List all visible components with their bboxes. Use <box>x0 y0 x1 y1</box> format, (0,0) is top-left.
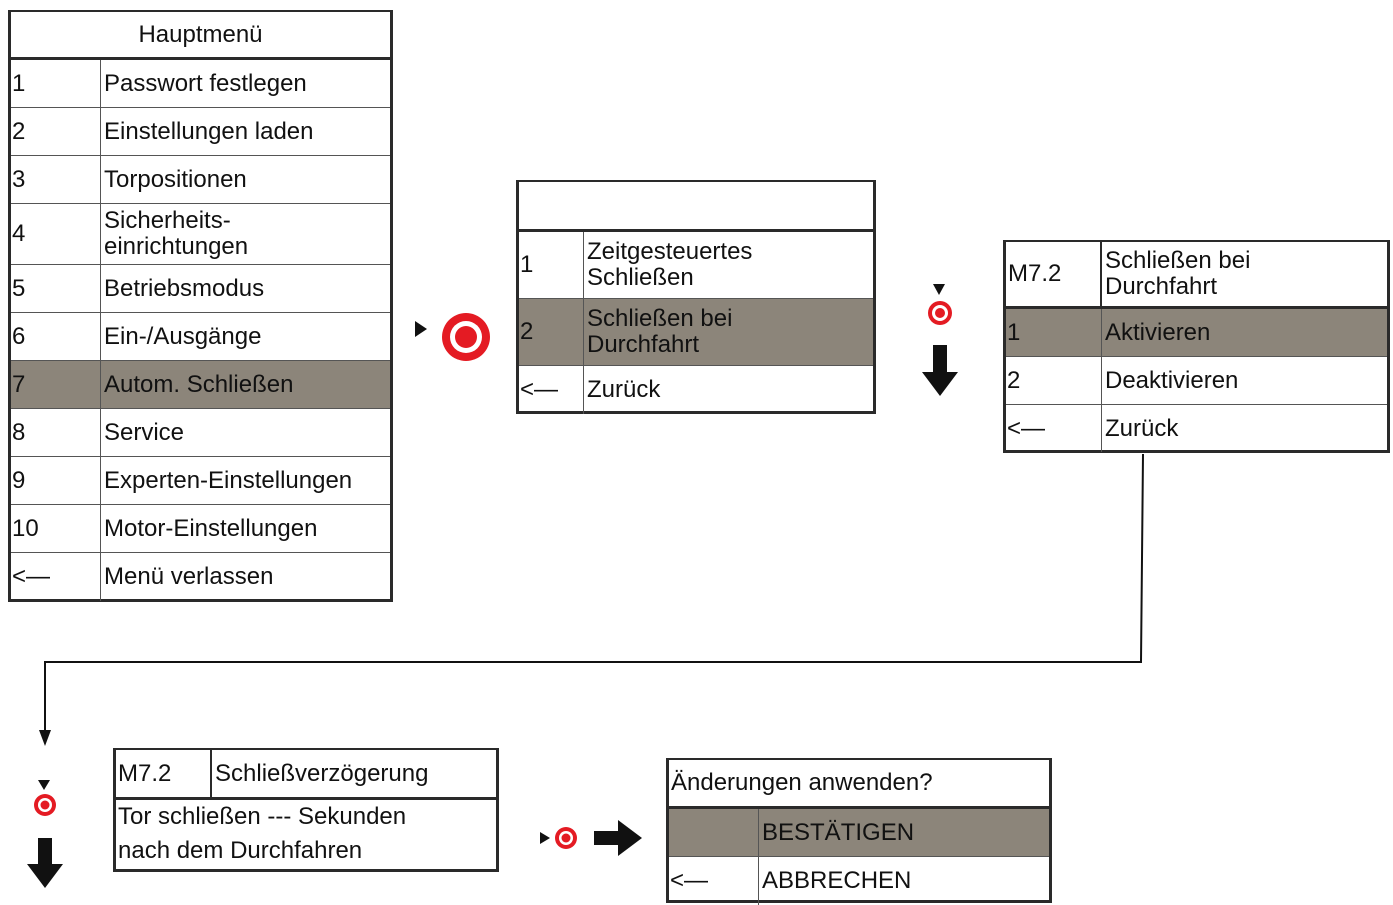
confirm-item-label: BESTÄTIGEN <box>762 818 915 846</box>
auto-close-menu-title <box>519 182 873 232</box>
delay-screen: M7.2 Schließverzögerung Tor schließen --… <box>113 748 499 872</box>
flow-connector <box>44 453 1144 732</box>
auto-close-menu-item-number: 2 <box>519 299 584 365</box>
confirm-item-1[interactable]: BESTÄTIGEN <box>669 809 1049 857</box>
confirm-item-2[interactable]: <—ABBRECHEN <box>669 857 1049 905</box>
arrow-down-icon <box>922 345 958 396</box>
triangle-pointer-icon <box>540 832 550 844</box>
main-menu-item-number: 6 <box>11 313 101 360</box>
press-button-icon <box>442 313 490 361</box>
press-button-icon <box>34 794 56 816</box>
m72-menu-item-number: 1 <box>1006 309 1102 356</box>
m72-code: M7.2 <box>1006 242 1102 306</box>
delay-title: Schließverzögerung <box>215 759 429 787</box>
auto-close-menu-item-3[interactable]: <—Zurück <box>519 366 873 414</box>
triangle-pointer-icon <box>38 780 50 790</box>
main-menu-item-number: 9 <box>11 457 101 504</box>
press-button-icon <box>928 301 952 325</box>
arrow-head <box>39 730 51 746</box>
main-menu-item-label: Sicherheits- einrichtungen <box>104 207 249 260</box>
triangle-pointer-icon <box>933 284 945 295</box>
main-menu-item-number: 10 <box>11 505 101 552</box>
m72-menu-item-number: <— <box>1006 405 1102 452</box>
m72-menu-item-label: Deaktivieren <box>1105 366 1239 394</box>
main-menu-item-11[interactable]: <—Menü verlassen <box>11 553 390 601</box>
auto-close-menu-item-number: <— <box>519 366 584 414</box>
main-menu-item-number: 1 <box>11 60 101 107</box>
auto-close-menu-item-label: Zeitgesteuertes Schließen <box>587 238 753 291</box>
m72-menu-item-number: 2 <box>1006 357 1102 404</box>
m72-header: M7.2 Schließen bei Durchfahrt <box>1006 242 1387 309</box>
m72-menu-item-label: Zurück <box>1105 414 1179 442</box>
main-menu-title: Hauptmenü <box>11 12 390 60</box>
confirm-screen: Änderungen anwenden? BESTÄTIGEN<—ABBRECH… <box>666 758 1052 905</box>
m72-title: Schließen bei Durchfahrt <box>1105 247 1251 300</box>
main-menu-item-label: Experten-Einstellungen <box>104 466 353 494</box>
arrow-down-icon <box>27 838 63 888</box>
main-menu-item-label: Service <box>104 418 185 446</box>
main-menu-item-label: Passwort festlegen <box>104 69 307 97</box>
auto-close-menu-item-number: 1 <box>519 232 584 298</box>
confirm-item-number: <— <box>669 857 759 905</box>
main-menu-item-number: <— <box>11 553 101 601</box>
main-menu-item-label: Autom. Schließen <box>104 370 294 398</box>
press-button-icon <box>555 827 577 849</box>
main-menu-item-number: 3 <box>11 156 101 203</box>
main-menu-item-label: Menü verlassen <box>104 563 274 590</box>
confirm-item-number <box>669 809 759 856</box>
main-menu-item-label: Ein-/Ausgänge <box>104 322 262 350</box>
auto-close-menu-item-label: Schließen bei Durchfahrt <box>587 305 733 358</box>
delay-code: M7.2 <box>116 750 212 797</box>
confirm-question: Änderungen anwenden? <box>669 760 1049 809</box>
main-menu-item-number: 5 <box>11 265 101 312</box>
m72-menu-item-label: Aktivieren <box>1105 318 1211 346</box>
delay-text: Tor schließen --- Sekunden nach dem Durc… <box>118 803 407 864</box>
m72-menu-item-3[interactable]: <—Zurück <box>1006 405 1387 452</box>
main-menu-item-number: 7 <box>11 361 101 408</box>
arrow-right-icon <box>594 820 642 856</box>
main-menu-item-number: 4 <box>11 204 101 264</box>
confirm-item-label: ABBRECHEN <box>762 867 912 894</box>
main-menu-item-label: Torpositionen <box>104 165 247 193</box>
auto-close-menu-item-label: Zurück <box>587 376 661 403</box>
triangle-pointer-icon <box>415 321 427 337</box>
main-menu-item-label: Betriebsmodus <box>104 274 265 302</box>
delay-header: M7.2 Schließverzögerung <box>116 750 496 800</box>
main-menu-item-label: Motor-Einstellungen <box>104 514 318 542</box>
main-menu-item-number: 2 <box>11 108 101 155</box>
main-menu-item-label: Einstellungen laden <box>104 117 314 145</box>
main-menu-item-number: 8 <box>11 409 101 456</box>
